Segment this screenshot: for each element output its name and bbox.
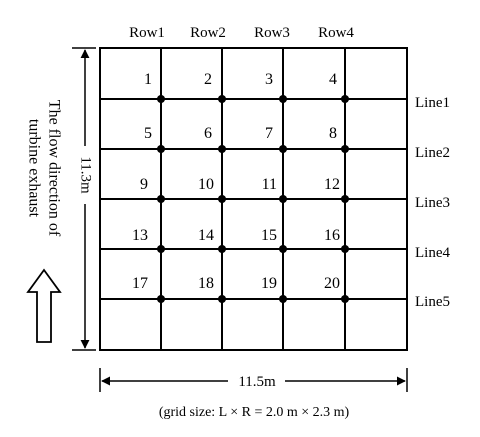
point-number: 8 xyxy=(329,125,337,142)
point-number: 4 xyxy=(329,71,337,88)
row-label-1: Row1 xyxy=(129,25,165,41)
measurement-point-dot xyxy=(279,145,287,153)
point-number: 2 xyxy=(204,71,212,88)
row-label-3: Row3 xyxy=(254,25,290,41)
measurement-point-dot xyxy=(157,195,165,203)
point-number: 7 xyxy=(265,125,273,142)
line-label-4: Line4 xyxy=(415,245,450,261)
point-number: 20 xyxy=(324,275,340,292)
point-number: 6 xyxy=(204,125,212,142)
point-number: 18 xyxy=(198,275,214,292)
point-number: 14 xyxy=(198,227,214,244)
measurement-point-dot xyxy=(341,245,349,253)
row-label-4: Row4 xyxy=(318,25,354,41)
line-label-2: Line2 xyxy=(415,145,450,161)
measurement-point-dot xyxy=(279,195,287,203)
point-number: 15 xyxy=(261,227,277,244)
point-number: 16 xyxy=(324,227,340,244)
point-number: 19 xyxy=(261,275,277,292)
measurement-points xyxy=(157,95,349,303)
measurement-point-dot xyxy=(157,145,165,153)
flow-direction-label-line1: The flow direction of xyxy=(45,100,62,237)
line-label-1: Line1 xyxy=(415,95,450,111)
line-label-5: Line5 xyxy=(415,294,450,310)
line-label-3: Line3 xyxy=(415,195,450,211)
point-number: 12 xyxy=(324,176,340,193)
row-label-2: Row2 xyxy=(190,25,226,41)
measurement-point-dot xyxy=(341,95,349,103)
height-dimension-label: 11.3m xyxy=(78,156,94,194)
measurement-point-dot xyxy=(341,295,349,303)
measurement-point-dot xyxy=(157,95,165,103)
measurement-point-dot xyxy=(218,245,226,253)
measurement-point-dot xyxy=(341,195,349,203)
measurement-point-dot xyxy=(218,195,226,203)
point-number: 17 xyxy=(132,275,148,292)
point-number: 5 xyxy=(144,125,152,142)
grid-size-caption: (grid size: L × R = 2.0 m × 2.3 m) xyxy=(159,405,350,420)
flow-direction-arrow-icon xyxy=(26,268,62,343)
height-dimension xyxy=(72,47,96,351)
measurement-point-dot xyxy=(279,95,287,103)
measurement-point-dot xyxy=(157,245,165,253)
point-number: 9 xyxy=(140,176,148,193)
measurement-point-dot xyxy=(218,95,226,103)
measurement-point-dot xyxy=(218,145,226,153)
measurement-point-dot xyxy=(157,295,165,303)
point-number: 1 xyxy=(144,71,152,88)
measurement-point-dot xyxy=(218,295,226,303)
width-dimension xyxy=(99,368,408,392)
width-dimension-label: 11.5m xyxy=(238,374,276,390)
point-number: 11 xyxy=(262,176,277,193)
horizontal-grid-lines xyxy=(100,98,407,300)
flow-direction-label-line2: turbine exhaust xyxy=(25,119,42,218)
measurement-point-dot xyxy=(279,295,287,303)
measurement-point-dot xyxy=(279,245,287,253)
point-labels: 1 2 3 4 5 6 7 8 9 10 11 12 13 14 15 16 1… xyxy=(132,71,340,292)
measurement-point-dot xyxy=(341,145,349,153)
point-number: 3 xyxy=(265,71,273,88)
point-number: 13 xyxy=(132,227,148,244)
point-number: 10 xyxy=(198,176,214,193)
